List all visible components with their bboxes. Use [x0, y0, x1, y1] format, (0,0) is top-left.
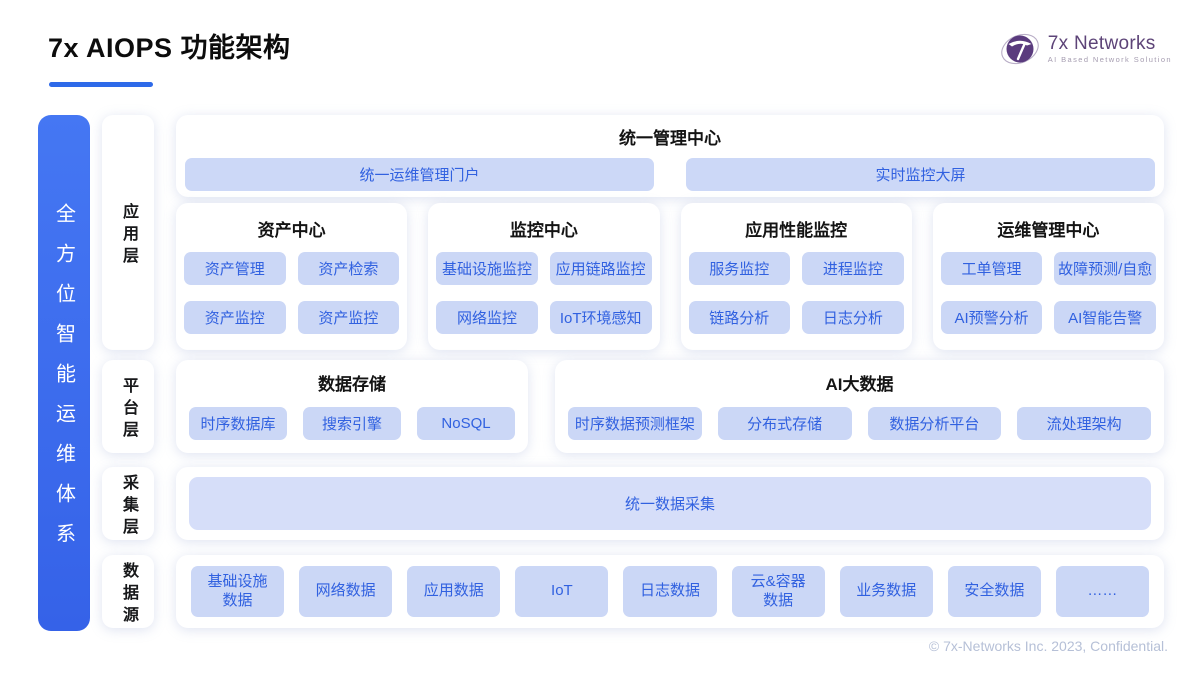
- page-title: 7x AIOPS 功能架构: [48, 33, 291, 63]
- logo-mark-icon: [1001, 33, 1039, 65]
- ai-item: 数据分析平台: [867, 407, 1002, 440]
- apm-grid: 服务监控 进程监控 链路分析 日志分析: [688, 252, 904, 334]
- asset-center-card: 资产中心 资产管理 资产检索 资产监控 资产监控: [176, 203, 408, 350]
- datasource-item: 安全数据: [947, 566, 1041, 617]
- asset-item: 资产监控: [297, 301, 400, 334]
- unified-management-card: 统一管理中心 统一运维管理门户 实时监控大屏: [176, 115, 1164, 197]
- layer-application: 应用层: [102, 115, 154, 350]
- ai-bigdata-items: 时序数据预测框架 分布式存储 数据分析平台 流处理架构: [568, 407, 1151, 440]
- title-underline: [49, 82, 153, 87]
- monitor-center-title: 监控中心: [509, 221, 578, 240]
- ops-item: 工单管理: [940, 252, 1043, 285]
- company-logo: 7x Networks AI Based Network Solution: [999, 28, 1172, 70]
- unified-management-title: 统一管理中心: [619, 129, 721, 148]
- datasource-item: IoT: [515, 566, 609, 617]
- ai-item: 时序数据预测框架: [568, 407, 702, 440]
- platform-row: 数据存储 时序数据库 搜索引擎 NoSQL AI大数据 时序数据预测框架 分布式…: [176, 360, 1164, 453]
- storage-item: 搜索引擎: [303, 407, 401, 440]
- monitor-item: 基础设施监控: [436, 252, 538, 285]
- datasource-card: 基础设施 数据 网络数据 应用数据 IoT 日志数据 云&容器 数据 业务数据 …: [176, 555, 1164, 628]
- storage-item: 时序数据库: [189, 407, 287, 440]
- layer-datasource: 数据源: [102, 555, 154, 628]
- realtime-screen-box: 实时监控大屏: [686, 158, 1155, 191]
- asset-item: 资产管理: [184, 252, 286, 285]
- layer-platform: 平台层: [102, 360, 154, 453]
- datasource-item: 云&容器 数据: [731, 566, 825, 617]
- ops-item: AI智能告警: [1054, 301, 1156, 334]
- datasource-item: 网络数据: [299, 566, 393, 617]
- unified-data-collection-box: 统一数据采集: [189, 477, 1151, 530]
- ai-item: 分布式存储: [717, 407, 852, 440]
- ops-center-title: 运维管理中心: [997, 221, 1100, 240]
- system-banner-label: 全方位智能运维体系: [52, 203, 75, 563]
- ai-item: 流处理架构: [1017, 407, 1151, 440]
- logo-brand: 7x Networks: [1047, 33, 1156, 55]
- ai-bigdata-card: AI大数据 时序数据预测框架 分布式存储 数据分析平台 流处理架构: [555, 360, 1164, 453]
- data-collection-card: 统一数据采集: [176, 467, 1164, 540]
- datasource-item: 基础设施 数据: [191, 566, 285, 617]
- data-storage-card: 数据存储 时序数据库 搜索引擎 NoSQL: [176, 360, 528, 453]
- asset-center-grid: 资产管理 资产检索 资产监控 资产监控: [184, 252, 400, 334]
- apm-item: 服务监控: [688, 252, 791, 285]
- centers-row: 资产中心 资产管理 资产检索 资产监控 资产监控 监控中心 基础设施监控 应用链…: [176, 203, 1164, 350]
- logo-text: 7x Networks AI Based Network Solution: [1048, 34, 1172, 64]
- monitor-item: 应用链路监控: [549, 252, 652, 285]
- layer-datasource-label: 数据源: [120, 561, 137, 628]
- layer-collection: 采集层: [102, 467, 154, 540]
- logo-tagline: AI Based Network Solution: [1047, 55, 1172, 65]
- monitor-item: 网络监控: [436, 301, 538, 334]
- copyright-note: © 7x-Networks Inc. 2023, Confidential.: [928, 638, 1168, 654]
- layer-platform-label: 平台层: [120, 376, 137, 443]
- layer-label-column: 应用层 平台层 采集层 数据源: [102, 115, 154, 631]
- datasource-item: 业务数据: [839, 566, 933, 617]
- ai-bigdata-title: AI大数据: [825, 375, 894, 394]
- datasource-item: 日志数据: [623, 566, 717, 617]
- layer-collection-label: 采集层: [120, 473, 137, 540]
- ops-center-card: 运维管理中心 工单管理 故障预测/自愈 AI预警分析 AI智能告警: [932, 203, 1164, 350]
- asset-item: 资产检索: [297, 252, 400, 285]
- unified-management-buttons: 统一运维管理门户 实时监控大屏: [184, 158, 1156, 191]
- datasource-item-more: ……: [1055, 566, 1149, 617]
- apm-item: 进程监控: [802, 252, 904, 285]
- diagram-content: 统一管理中心 统一运维管理门户 实时监控大屏 资产中心 资产管理 资产检索 资产…: [176, 115, 1164, 631]
- apm-item: 链路分析: [688, 301, 791, 334]
- ops-item: AI预警分析: [940, 301, 1043, 334]
- layer-application-label: 应用层: [120, 202, 137, 269]
- monitor-center-grid: 基础设施监控 应用链路监控 网络监控 IoT环境感知: [436, 252, 652, 334]
- apm-card: 应用性能监控 服务监控 进程监控 链路分析 日志分析: [680, 203, 912, 350]
- asset-item: 资产监控: [184, 301, 286, 334]
- monitor-item: IoT环境感知: [549, 301, 652, 334]
- ops-item: 故障预测/自愈: [1054, 252, 1156, 285]
- storage-item: NoSQL: [417, 407, 515, 440]
- data-storage-title: 数据存储: [318, 375, 386, 394]
- monitor-center-card: 监控中心 基础设施监控 应用链路监控 网络监控 IoT环境感知: [428, 203, 660, 350]
- apm-title: 应用性能监控: [745, 221, 848, 240]
- data-storage-items: 时序数据库 搜索引擎 NoSQL: [189, 407, 515, 440]
- asset-center-title: 资产中心: [257, 221, 326, 240]
- apm-item: 日志分析: [802, 301, 904, 334]
- ops-center-grid: 工单管理 故障预测/自愈 AI预警分析 AI智能告警: [940, 252, 1156, 334]
- ops-portal-box: 统一运维管理门户: [185, 158, 654, 191]
- datasource-item: 应用数据: [407, 566, 501, 617]
- system-banner: 全方位智能运维体系: [38, 115, 90, 631]
